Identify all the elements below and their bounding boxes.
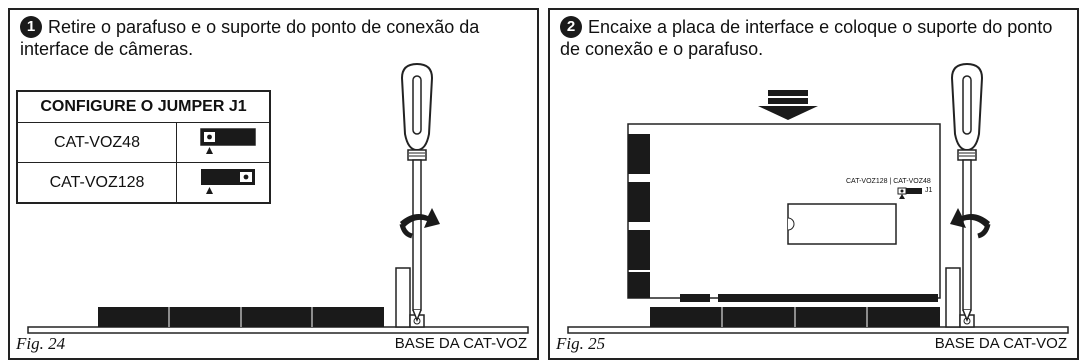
panel2-illustration bbox=[567, 62, 1069, 334]
jumper-right-icon bbox=[201, 169, 255, 194]
table-row: CAT-VOZ48 bbox=[16, 122, 271, 163]
connector-block bbox=[98, 307, 384, 327]
figure-label: Fig. 25 bbox=[556, 334, 606, 353]
instruction-text: Encaixe a placa de interface e coloque o… bbox=[560, 17, 1053, 59]
board-jumper-icon bbox=[897, 187, 922, 199]
jumper-diagram-cell bbox=[176, 122, 271, 163]
instruction-text: Retire o parafuso e o suporte do ponto d… bbox=[20, 17, 480, 59]
rotation-arrow-icon bbox=[399, 208, 440, 239]
jumper-config-table: CONFIGURE O JUMPER J1 CAT-VOZ48 CAT-VOZ1… bbox=[16, 90, 271, 204]
connector-block bbox=[650, 307, 940, 327]
jumper-diagram-cell bbox=[176, 162, 271, 204]
base-plate bbox=[27, 326, 529, 334]
board-jumper-name-label: J1 bbox=[925, 187, 933, 194]
table-header: CONFIGURE O JUMPER J1 bbox=[16, 90, 271, 123]
base-plate bbox=[567, 326, 1069, 334]
figure-label: Fig. 24 bbox=[16, 334, 66, 353]
chip bbox=[787, 203, 897, 245]
screwdriver-icon bbox=[950, 62, 984, 323]
table-row: CAT-VOZ128 bbox=[16, 162, 271, 204]
jumper-left-icon bbox=[200, 128, 256, 154]
base-label: BASE DA CAT-VOZ bbox=[934, 335, 1067, 352]
screwdriver-icon bbox=[400, 62, 434, 323]
interface-board bbox=[627, 123, 941, 302]
step-number-badge: 2 bbox=[560, 16, 582, 38]
pin-headers bbox=[680, 294, 938, 302]
rotation-arrow-icon bbox=[950, 208, 991, 239]
base-label: BASE DA CAT-VOZ bbox=[394, 335, 527, 352]
board-jumper-models-label: CAT-VOZ128 | CAT-VOZ48 bbox=[846, 178, 931, 185]
insert-arrow-icon bbox=[758, 90, 818, 120]
panel1-illustration bbox=[27, 62, 529, 334]
model-name-cell: CAT-VOZ128 bbox=[16, 162, 177, 204]
support-bracket bbox=[945, 267, 975, 328]
step-number-badge: 1 bbox=[20, 16, 42, 38]
model-name-cell: CAT-VOZ48 bbox=[16, 122, 177, 163]
